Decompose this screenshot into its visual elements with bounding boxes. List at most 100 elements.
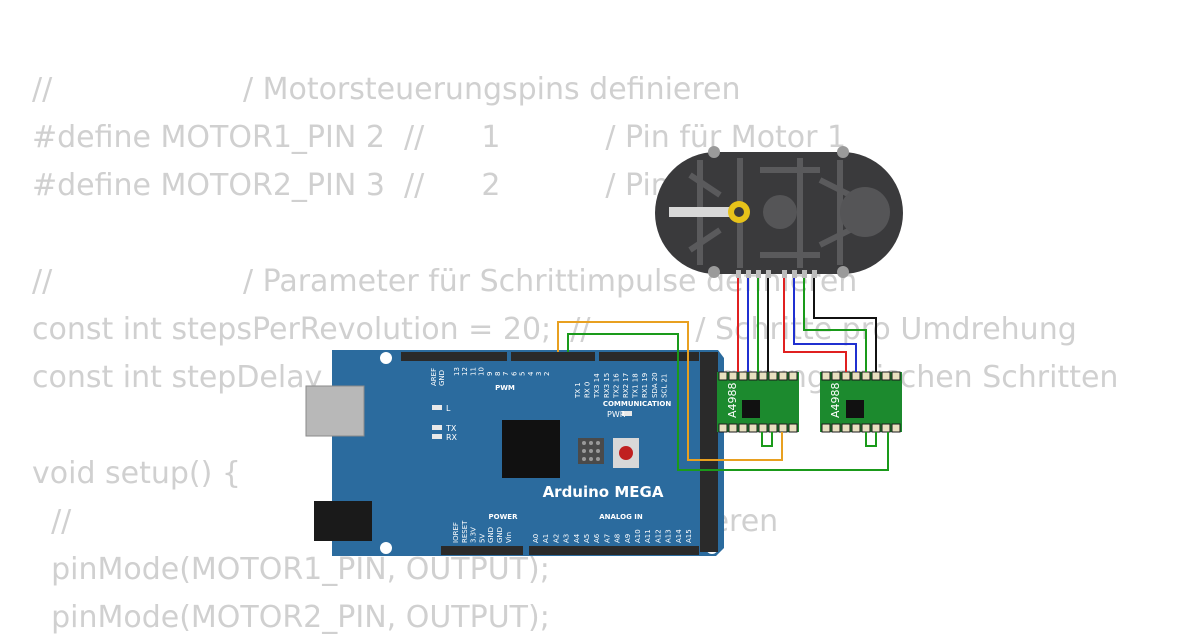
analog-pin-label: A8 <box>614 534 622 543</box>
header-pwm <box>511 352 595 361</box>
communication-pin-label: RX2 17 <box>622 373 630 398</box>
analog-pin-label: A0 <box>532 534 540 543</box>
header-analog <box>529 546 699 555</box>
communication-pin-label: SCL 21 <box>660 374 668 398</box>
code-line: pinMode(MOTOR1_PIN, OUTPUT); <box>32 552 550 587</box>
pwm-pin-label: 4 <box>527 371 535 376</box>
motor-mount-holes <box>708 146 849 278</box>
communication-pin-label: SDA 20 <box>651 372 659 398</box>
icsp-header <box>578 438 604 464</box>
analog-pin-label: A12 <box>654 529 662 543</box>
analog-pin-label: A6 <box>593 533 601 543</box>
power-pin-label: Vin <box>505 532 513 543</box>
led-rx <box>432 434 442 439</box>
header-power <box>441 546 523 555</box>
pwm-pin-label: 10 <box>478 367 486 376</box>
code-line: void setup() { <box>32 456 241 491</box>
power-pin-label: 5V <box>478 534 486 543</box>
driver-1-bottom-pins <box>718 423 798 433</box>
driver-2-label: A4988 <box>829 382 842 418</box>
communication-pin-label: RX3 15 <box>603 373 611 398</box>
a4988-driver-1[interactable]: A4988 <box>717 371 799 433</box>
power-label: POWER <box>489 513 519 521</box>
motor-center-hub <box>763 195 797 229</box>
driver-1-chip <box>742 400 760 418</box>
microcontroller-chip <box>502 420 560 478</box>
a4988-driver-2[interactable]: A4988 <box>820 371 902 433</box>
pwm-pin-label: 7 <box>502 372 510 376</box>
motor-shaft <box>669 207 739 217</box>
led-tx-label: TX <box>445 424 457 433</box>
analog-pin-label: A4 <box>573 533 581 543</box>
pwm-pin-label: 3 <box>535 372 543 376</box>
code-line: #define MOTOR1_PIN 2 // 1 / Pin für Moto… <box>32 120 847 155</box>
analog-pin-label: A15 <box>685 529 693 543</box>
gnd-label: GND <box>438 370 446 386</box>
pwm-pin-label: 12 <box>461 367 469 376</box>
analog-pin-label: A7 <box>603 534 611 543</box>
pwm-pin-label: 13 <box>453 367 461 376</box>
wire-motor-driver2-blue <box>793 278 857 372</box>
communication-pin-label: RX1 19 <box>641 373 649 398</box>
analog-pin-label: A2 <box>552 534 560 543</box>
communication-pin-label: TX1 18 <box>632 373 640 399</box>
power-pin-label: GND <box>487 527 495 543</box>
communication-pin-label: TX2 16 <box>612 373 620 399</box>
power-pin-label: IOREF <box>452 522 460 543</box>
analog-pin-label: A10 <box>634 529 642 543</box>
led-tx <box>432 425 442 430</box>
analog-pin-label: A14 <box>675 529 683 543</box>
analog-in-label: ANALOG IN <box>599 513 643 521</box>
board-name: Arduino MEGA <box>543 483 664 501</box>
communication-label: COMMUNICATION <box>603 400 672 408</box>
analog-pin-label: A13 <box>665 529 673 543</box>
analog-pin-label: A3 <box>563 534 571 543</box>
wires <box>557 278 889 471</box>
wire-pin2-step1 <box>557 321 783 461</box>
aref-label: AREF <box>430 368 438 386</box>
motor-right-hub <box>840 187 890 237</box>
communication-pin-label: TX 1 <box>574 382 582 399</box>
communication-pin-label: RX 0 <box>584 382 592 398</box>
motor-shaft-center <box>734 207 744 217</box>
led-pwr <box>622 411 632 416</box>
usb-port <box>305 385 365 437</box>
pwm-pin-label: 6 <box>510 371 518 376</box>
pwm-pin-label: 8 <box>494 372 502 376</box>
driver-1-top-pins <box>718 371 798 381</box>
stepper-motor[interactable] <box>655 146 903 278</box>
pwm-pin-label: 5 <box>519 372 527 376</box>
power-pin-label: 3.3V <box>470 527 478 543</box>
led-rx-label: RX <box>446 433 458 442</box>
led-pwr-label: PWR <box>607 410 626 419</box>
analog-pin-label: A5 <box>583 534 591 543</box>
wire-motor-driver2-green <box>803 278 867 372</box>
motor-terminal-pins <box>736 270 817 278</box>
code-line: // / Motorsteuerungspins definieren <box>32 72 741 107</box>
driver-2-chip <box>846 400 864 418</box>
driver-2-top-pins <box>821 371 901 381</box>
power-pin-label: GND <box>496 527 504 543</box>
pwm-label: PWM <box>495 384 515 392</box>
wire-motor-driver2-red <box>783 278 847 372</box>
header-top-left <box>401 352 507 361</box>
driver-1-label: A4988 <box>726 382 739 418</box>
pwm-pin-label: 9 <box>486 372 494 376</box>
communication-pin-label: TX3 14 <box>593 373 601 399</box>
reset-button[interactable] <box>619 446 633 460</box>
header-digital-right <box>700 352 718 552</box>
pwm-pin-label: 2 <box>543 372 551 376</box>
analog-pin-label: A11 <box>644 529 652 543</box>
wire-driver1-loop <box>761 432 773 447</box>
power-pin-label: RESET <box>461 520 469 543</box>
led-l-label: L <box>446 404 451 413</box>
power-jack <box>314 501 372 541</box>
wire-driver2-loop <box>865 432 877 447</box>
pwm-pin-label: 11 <box>469 367 477 376</box>
